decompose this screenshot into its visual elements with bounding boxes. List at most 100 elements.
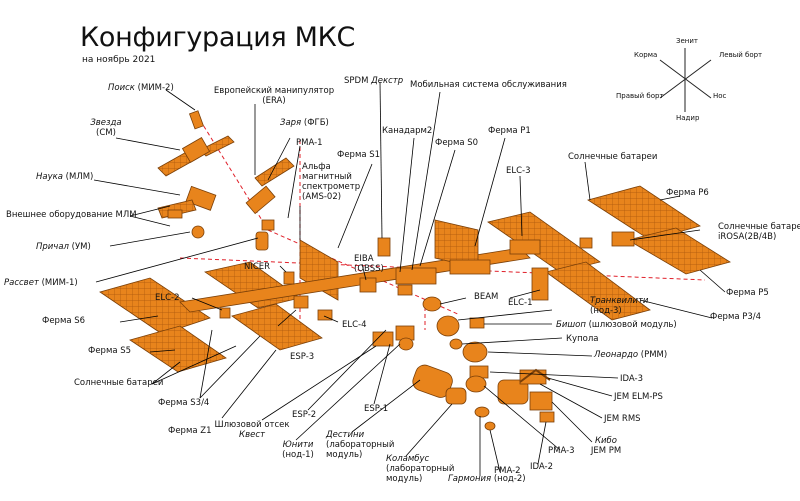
compass-port: Левый борт [719,51,763,59]
label-prichal: Причал (УМ) [36,242,91,252]
mlm-ext [167,209,183,219]
label-spdm: SPDM Декстр [344,76,404,86]
label-s1: Ферма S1 [337,150,381,160]
label-s0: Ферма S0 [435,138,479,148]
label-pma1: PMA-1 [296,138,323,148]
p6-element [579,237,593,249]
label-rassvet: Рассвет (МИМ-1) [4,278,78,288]
esp3-platform [293,295,309,309]
label-elc2: ELC-2 [155,293,180,303]
zarya-module [245,185,276,215]
label-s34: Ферма S3/4 [158,398,210,408]
quest-module [372,331,394,347]
dextre [377,237,391,257]
beam-module [422,296,442,312]
leader-lines [93,81,726,476]
orientation-compass [659,48,712,112]
label-s6: Ферма S6 [42,316,86,326]
jem-pm [529,391,553,411]
s0-truss [395,267,437,285]
label-p34: Ферма P3/4 [710,312,762,322]
compass-nadir: Надир [676,114,700,122]
s34-array-2 [231,303,323,351]
label-zvezda: Звезда(СМ) [90,118,122,138]
elc4-carrier [317,309,333,321]
tranquility-module [436,315,460,337]
harmony-module [474,406,490,418]
label-poisk: Поиск (МИМ-2) [108,83,174,93]
label-ida3: IDA-3 [620,374,644,384]
label-tranquility: Транквилити(нод-3) [590,296,649,316]
label-zarya: Заря (ФГБ) [280,118,329,128]
label-harmony: Гармония (нод-2) [448,474,526,484]
compass-starboard: Правый борт [616,92,664,100]
pma1-adapter [261,219,275,231]
irosa-array [611,231,635,247]
p6-array [587,185,701,241]
label-eiba: EIBA(OBSS) [354,254,384,274]
label-esp1: ESP-1 [364,404,389,414]
jem-rms [519,368,551,383]
p34-array-2 [545,261,651,321]
p34-array [487,211,601,273]
canadarm2-base [397,284,413,296]
ida2-adapter [539,411,555,423]
p6-array-2 [626,227,731,275]
label-nauka: Наука (МЛМ) [36,172,94,182]
label-pma3: PMA-3 [548,446,575,456]
label-esp3: ESP-3 [290,352,315,362]
us-segment [372,296,555,431]
columbus-module [445,387,467,405]
compass-nose: Нос [713,92,727,100]
kibo-module [497,379,529,405]
page-subtitle: на ноябрь 2021 [82,55,156,65]
zarya-panel [254,157,295,187]
label-solar-top: Солнечные батареи [568,152,658,162]
s5-array [129,325,227,373]
compass-aft: Корма [634,51,658,59]
label-bishop: Бишоп (шлюзовой модуль) [556,320,677,330]
label-era: Европейский манипулятор(ERA) [213,86,335,106]
compass-zenith: Зенит [676,37,698,45]
page-title: Конфигурация МКС [80,22,356,53]
rassvet-module [255,231,269,251]
russian-segment [157,110,295,251]
label-jem-elm: JEM ELM-PS [614,392,663,402]
label-leonardo: Леонардо (PMM) [594,350,668,360]
label-cupola: Купола [566,334,599,344]
zvezda-module [181,137,211,163]
pma2-adapter [484,421,496,431]
label-nicer: NICER [244,262,271,272]
label-elc1: ELC-1 [508,298,533,308]
label-s5: Ферма S5 [88,346,132,356]
prichal-module [191,225,205,239]
poisk-module [188,110,204,130]
label-canadarm2: Канадарм2 [382,126,433,136]
cupola-module [449,338,463,350]
leonardo-module [462,341,488,363]
elc1-carrier [531,267,549,301]
main-truss [179,247,531,313]
label-beam: BEAM [474,292,499,302]
label-p6: Ферма P6 [666,188,709,198]
label-p1: Ферма P1 [488,126,531,136]
nauka-panel [157,199,197,219]
label-z1: Ферма Z1 [168,426,212,436]
label-ida2: IDA-2 [530,462,554,472]
label-mlm-ext: Внешнее оборудование МЛМ [6,210,137,220]
s6-array [99,277,211,335]
truss-structure [99,185,731,373]
nicer-payload [283,271,295,285]
label-unity: Юнити(нод-1) [282,440,314,460]
label-jem-rms: JEM RMS [604,414,641,424]
label-p5: Ферма P5 [726,288,769,298]
eiba-obss [359,277,377,293]
label-elc3: ELC-3 [506,166,531,176]
label-pma2: PMA-2 [494,466,521,476]
bishop-module [469,317,485,329]
